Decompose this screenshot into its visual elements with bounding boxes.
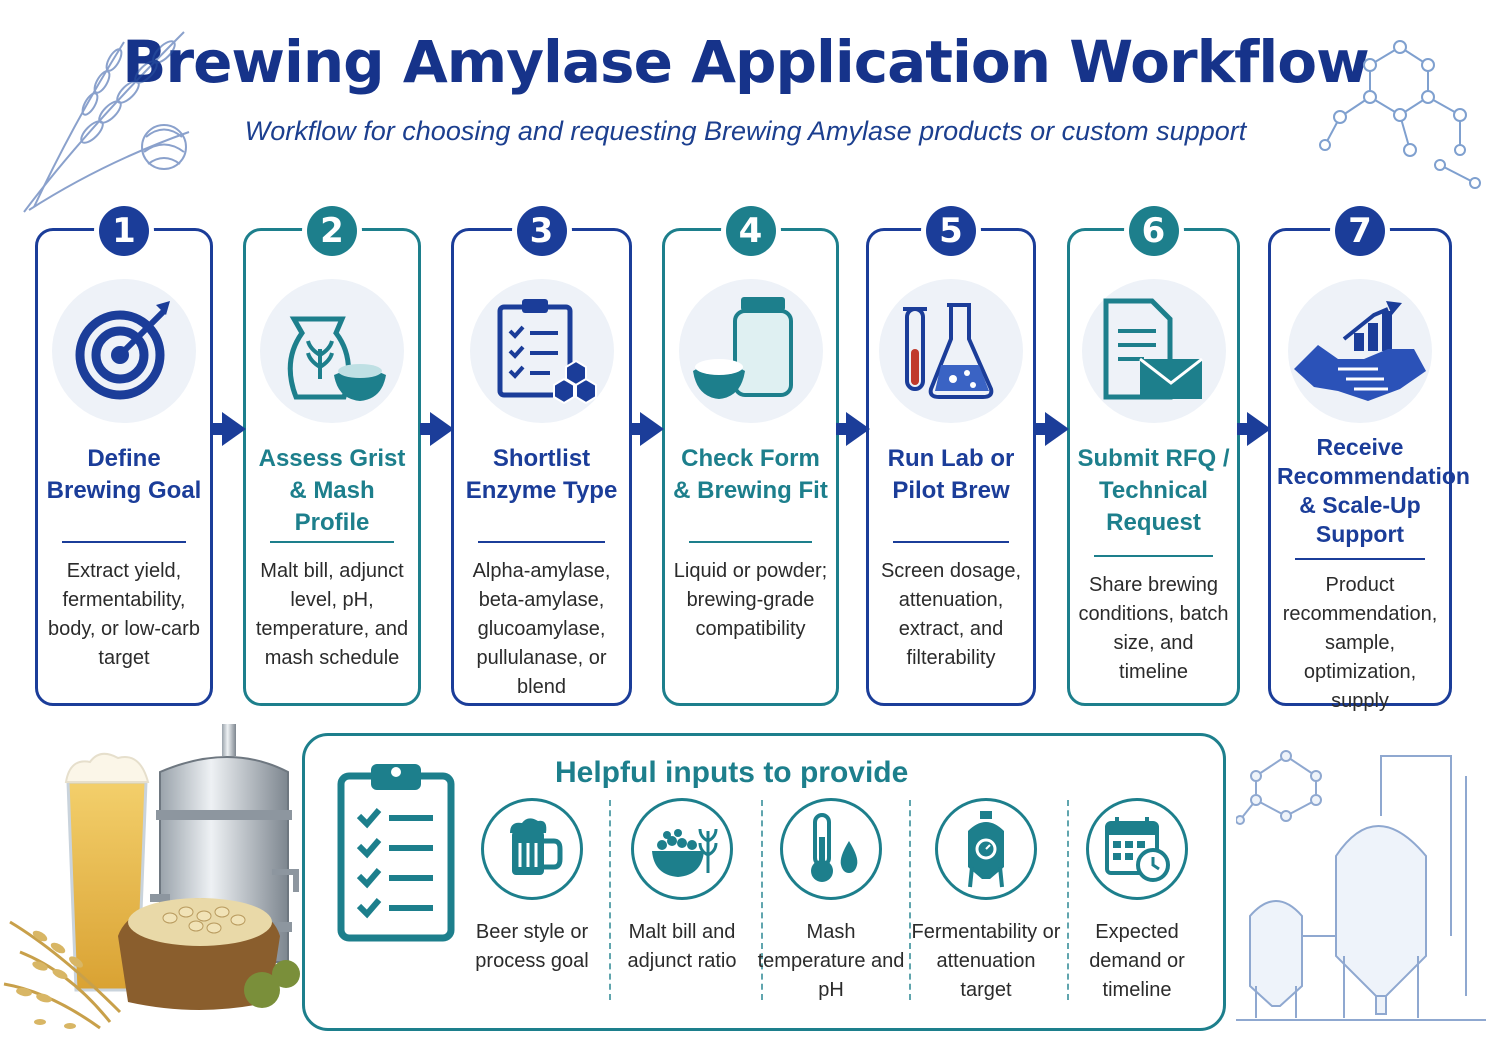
- step-number-badge: 6: [1123, 201, 1184, 261]
- input-item-mash-temperature: Mash temperature and pH: [756, 798, 906, 1005]
- clipboard-checklist-icon: [337, 764, 455, 942]
- clipboard-checklist-icon: [469, 279, 614, 423]
- page-title: Brewing Amylase Application Workflow: [122, 28, 1369, 96]
- step-title: Assess Grist & Mash Profile: [258, 445, 406, 536]
- step-divider: [1295, 558, 1425, 560]
- step-description: Share brewing conditions, batch size, an…: [1078, 574, 1229, 683]
- arrow-right-icon: [420, 412, 454, 446]
- beer-brewing-illustration: [3, 724, 300, 1030]
- wheat-hop-illustration: [23, 31, 190, 213]
- page-subtitle: Workflow for choosing and requesting Bre…: [244, 116, 1247, 146]
- thermometer-drop-icon: [780, 798, 882, 900]
- fermenter-tank-icon: [935, 798, 1037, 900]
- step-description: Alpha-amylase, beta-amylase, glucoamylas…: [472, 560, 611, 698]
- step-number-badge: 4: [720, 201, 781, 261]
- helpful-inputs-title: Helpful inputs to provide: [555, 756, 909, 789]
- molecule-illustration: [1319, 40, 1481, 189]
- document-envelope-icon: [1081, 279, 1226, 423]
- dashed-divider: [761, 800, 763, 1000]
- fermenter-tanks-illustration: [1236, 750, 1486, 1021]
- input-item-label: Expected demand or timeline: [1089, 921, 1185, 1001]
- jar-powder-icon: [678, 279, 823, 423]
- target-icon: [52, 279, 196, 423]
- step-number-badge: 5: [921, 201, 981, 261]
- step-number-badge: 2: [302, 201, 362, 261]
- step-divider: [689, 541, 812, 543]
- step-divider: [270, 541, 394, 543]
- step-title: Check Form & Brewing Fit: [673, 445, 828, 504]
- dashed-divider: [609, 800, 611, 1000]
- grain-sack-icon: [260, 279, 404, 423]
- step-title: Run Lab or Pilot Brew: [887, 445, 1015, 504]
- workflow-step-2: 2 Assess Grist & Mash Profile Malt bill,…: [243, 201, 421, 706]
- step-description: Liquid or powder; brewing-grade compatib…: [673, 560, 828, 640]
- step-number-badge: 3: [511, 201, 572, 261]
- step-divider: [62, 541, 186, 543]
- grain-bowl-icon: [631, 798, 733, 900]
- workflow-step-7: 7 Receive Recommendation & Scale-Up Supp…: [1268, 201, 1470, 712]
- step-divider: [893, 541, 1009, 543]
- helpful-inputs-panel: Helpful inputs to provide Beer style or …: [302, 733, 1226, 1031]
- input-item-beer-style: Beer style or process goal: [457, 798, 607, 976]
- workflow-step-6: 6 Submit RFQ / Technical Request Share b…: [1067, 201, 1240, 706]
- step-number-badge: 7: [1330, 201, 1390, 261]
- input-item-label: Beer style or process goal: [475, 921, 589, 972]
- beer-mug-icon: [481, 798, 583, 900]
- workflow-step-3: 3 Shortlist Enzyme Type Alpha-amylase, b…: [451, 201, 632, 706]
- step-divider: [1094, 555, 1213, 557]
- input-item-fermentability: Fermentability or attenuation target: [911, 798, 1061, 1005]
- step-divider: [478, 541, 605, 543]
- workflow-step-5: 5 Run Lab or Pilot Brew Screen dosage, a…: [866, 201, 1036, 706]
- input-item-label: Fermentability or attenuation target: [911, 921, 1061, 1001]
- input-item-expected-demand: Expected demand or timeline: [1062, 798, 1212, 1005]
- step-title: Define Brewing Goal: [46, 445, 202, 504]
- lab-flask-icon: [879, 279, 1023, 423]
- step-title: Shortlist Enzyme Type: [465, 445, 618, 504]
- arrow-right-icon: [212, 412, 246, 446]
- workflow-step-1: 1 Define Brewing Goal Extract yield, fer…: [35, 201, 213, 706]
- step-title: Submit RFQ / Technical Request: [1077, 445, 1230, 536]
- workflow-step-4: 4 Check Form & Brewing Fit Liquid or pow…: [662, 201, 839, 706]
- step-description: Screen dosage, attenuation, extract, and…: [880, 560, 1022, 669]
- input-item-label: Mash temperature and pH: [757, 921, 905, 1001]
- calendar-clock-icon: [1086, 798, 1188, 900]
- step-description: Extract yield, fermentability, body, or …: [48, 560, 200, 669]
- input-item-malt-bill: Malt bill and adjunct ratio: [607, 798, 757, 976]
- arrow-right-icon: [1035, 412, 1069, 446]
- step-title: Receive Recommendation & Scale-Up Suppor…: [1277, 434, 1470, 547]
- step-description: Product recommendation, sample, optimiza…: [1282, 574, 1438, 712]
- arrow-right-icon: [630, 412, 664, 446]
- dashed-divider: [1067, 800, 1069, 1000]
- input-item-label: Malt bill and adjunct ratio: [627, 921, 737, 972]
- handshake-growth-icon: [1288, 279, 1432, 423]
- arrow-right-icon: [836, 412, 870, 446]
- dashed-divider: [909, 800, 911, 1000]
- step-number-badge: 1: [94, 201, 154, 261]
- step-description: Malt bill, adjunct level, pH, temperatur…: [255, 560, 409, 669]
- arrow-right-icon: [1237, 412, 1271, 446]
